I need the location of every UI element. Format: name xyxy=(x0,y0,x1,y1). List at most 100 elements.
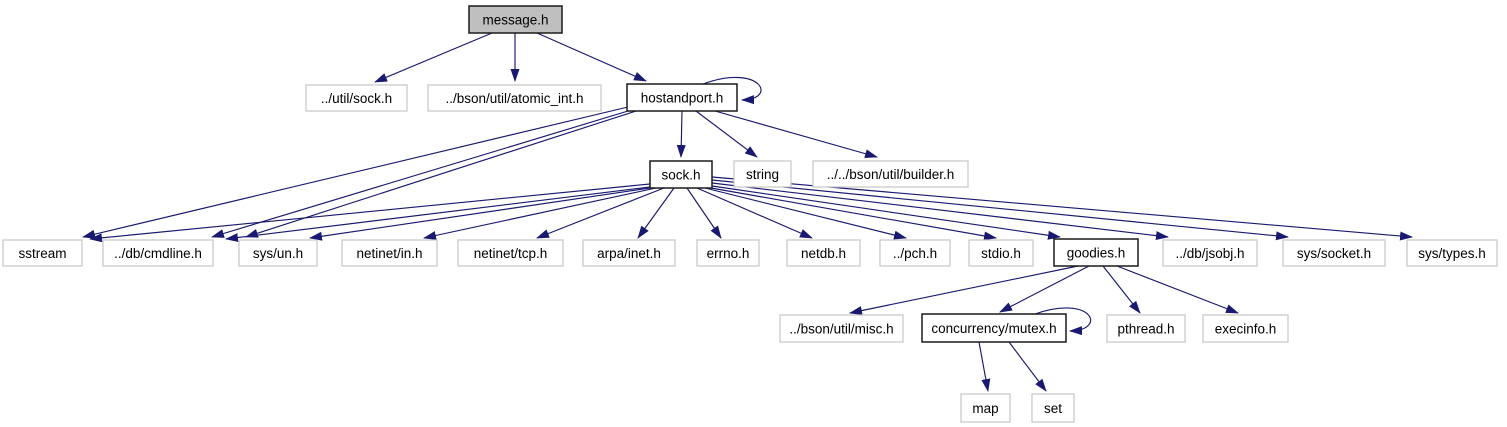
edge-sock-h-to-goodies-h xyxy=(711,185,1061,240)
node-map-label: map xyxy=(972,401,998,416)
edge-goodies-h-to-bson-misc-h xyxy=(849,265,1079,315)
node-map-box[interactable] xyxy=(960,393,1011,423)
node-sys-socket-h[interactable]: sys/socket.h xyxy=(1282,239,1386,267)
node-hostandport-h-box[interactable] xyxy=(626,83,738,112)
node-string-box[interactable] xyxy=(733,160,792,188)
node-hostandport-h-label: hostandport.h xyxy=(641,91,724,106)
node-errno-h-box[interactable] xyxy=(696,239,760,267)
edge-sock-h-to-stdio-h xyxy=(710,187,997,241)
node-map[interactable]: map xyxy=(960,393,1011,423)
node-bson-misc-h[interactable]: ../bson/util/misc.h xyxy=(779,314,904,343)
edge-hostandport-to-builder-h xyxy=(714,110,878,159)
node-bson-misc-h-label: ../bson/util/misc.h xyxy=(789,322,893,337)
edge-sock-h-to-netinet-tcp-h xyxy=(536,187,665,239)
node-sys-socket-h-box[interactable] xyxy=(1282,239,1386,267)
edge-hostandport-to-sys-un-h xyxy=(245,110,637,238)
node-db-cmdline-h-box[interactable] xyxy=(102,239,214,267)
node-bson-builder-h-label: ../../bson/util/builder.h xyxy=(827,167,955,182)
node-string[interactable]: string xyxy=(733,160,792,188)
node-sstream[interactable]: sstream xyxy=(2,239,83,267)
edge-sock-h-to-errno-h xyxy=(686,187,722,239)
edge-hostandport-self-loop xyxy=(702,76,762,105)
node-bson-atomic-int-h[interactable]: ../bson/util/atomic_int.h xyxy=(427,84,602,112)
node-execinfo-h-box[interactable] xyxy=(1202,314,1289,343)
edge-sock-h-to-sstream xyxy=(89,183,651,243)
node-db-cmdline-h-label: ../db/cmdline.h xyxy=(114,246,202,261)
node-sock-h[interactable]: sock.h xyxy=(649,160,713,189)
node-arpa-inet-h-box[interactable] xyxy=(582,239,676,267)
edge-mutex-to-map xyxy=(978,341,991,392)
edge-sock-h-to-db-jsobj-h xyxy=(711,182,1169,241)
node-sys-un-h-label: sys/un.h xyxy=(253,246,303,261)
node-netinet-tcp-h-box[interactable] xyxy=(457,239,564,267)
node-arpa-inet-h[interactable]: arpa/inet.h xyxy=(582,239,676,267)
node-sstream-box[interactable] xyxy=(2,239,83,267)
node-message-h-box[interactable] xyxy=(468,5,563,34)
edge-sock-h-to-netdb-h xyxy=(696,187,813,239)
node-netinet-tcp-h-label: netinet/tcp.h xyxy=(474,246,548,261)
node-concurrency-mutex-h-box[interactable] xyxy=(921,313,1067,343)
node-db-jsobj-h[interactable]: ../db/jsobj.h xyxy=(1162,239,1258,267)
node-netinet-tcp-h[interactable]: netinet/tcp.h xyxy=(457,239,564,267)
node-stdio-h-box[interactable] xyxy=(968,239,1034,267)
edge-mutex-self-loop xyxy=(1034,307,1092,336)
node-pch-h-box[interactable] xyxy=(879,239,951,267)
node-pthread-h[interactable]: pthread.h xyxy=(1106,314,1186,343)
node-message-h[interactable]: message.h xyxy=(468,5,563,34)
node-stdio-h[interactable]: stdio.h xyxy=(968,239,1034,267)
node-pch-h-label: ../pch.h xyxy=(893,246,937,261)
node-hostandport-h[interactable]: hostandport.h xyxy=(626,83,738,112)
edge-mutex-to-set xyxy=(1008,341,1047,392)
node-sys-types-h[interactable]: sys/types.h xyxy=(1406,239,1498,267)
node-db-jsobj-h-box[interactable] xyxy=(1162,239,1258,267)
node-netinet-in-h-box[interactable] xyxy=(341,239,438,267)
node-db-cmdline-h[interactable]: ../db/cmdline.h xyxy=(102,239,214,267)
nodes-layer: message.h ../util/sock.h ../bson/util/at… xyxy=(2,5,1498,423)
edge-message-h-to-hostandport-h xyxy=(536,32,647,82)
node-netdb-h-label: netdb.h xyxy=(801,246,846,261)
node-util-sock-h[interactable]: ../util/sock.h xyxy=(305,84,408,112)
node-goodies-h-label: goodies.h xyxy=(1067,246,1126,261)
edge-hostandport-to-string xyxy=(695,110,758,158)
node-set[interactable]: set xyxy=(1031,393,1075,423)
node-bson-atomic-int-h-box[interactable] xyxy=(427,84,602,112)
edge-sock-h-to-netinet-in-h xyxy=(423,187,657,240)
node-sys-types-h-box[interactable] xyxy=(1406,239,1498,267)
node-sys-un-h[interactable]: sys/un.h xyxy=(238,239,318,267)
node-goodies-h[interactable]: goodies.h xyxy=(1053,238,1139,267)
node-pthread-h-label: pthread.h xyxy=(1117,322,1174,337)
node-bson-misc-h-box[interactable] xyxy=(779,314,904,343)
node-execinfo-h[interactable]: execinfo.h xyxy=(1202,314,1289,343)
node-util-sock-h-box[interactable] xyxy=(305,84,408,112)
node-string-label: string xyxy=(746,167,779,182)
node-netinet-in-h[interactable]: netinet/in.h xyxy=(341,239,438,267)
node-pch-h[interactable]: ../pch.h xyxy=(879,239,951,267)
edge-goodies-h-to-mutex-h xyxy=(999,265,1090,313)
node-sys-socket-h-label: sys/socket.h xyxy=(1297,246,1371,261)
node-netdb-h[interactable]: netdb.h xyxy=(786,239,861,267)
node-errno-h[interactable]: errno.h xyxy=(696,239,760,267)
node-concurrency-mutex-h[interactable]: concurrency/mutex.h xyxy=(921,313,1067,343)
node-netdb-h-box[interactable] xyxy=(786,239,861,267)
node-bson-builder-h-box[interactable] xyxy=(812,160,969,188)
node-set-label: set xyxy=(1044,401,1062,416)
node-arpa-inet-h-label: arpa/inet.h xyxy=(597,246,661,261)
edge-goodies-h-to-pthread-h xyxy=(1102,265,1141,314)
node-goodies-h-box[interactable] xyxy=(1053,238,1139,267)
node-pthread-h-box[interactable] xyxy=(1106,314,1186,343)
node-sys-types-h-label: sys/types.h xyxy=(1418,246,1486,261)
edge-sock-h-to-sys-un-h xyxy=(309,187,651,241)
edge-hostandport-to-cmdline-h xyxy=(211,110,629,238)
node-errno-h-label: errno.h xyxy=(707,246,750,261)
node-sys-un-h-box[interactable] xyxy=(238,239,318,267)
node-concurrency-mutex-h-label: concurrency/mutex.h xyxy=(931,321,1056,336)
node-db-jsobj-h-label: ../db/jsobj.h xyxy=(1175,246,1244,261)
node-sock-h-box[interactable] xyxy=(649,160,713,189)
node-message-h-label: message.h xyxy=(482,13,548,28)
node-bson-atomic-int-h-label: ../bson/util/atomic_int.h xyxy=(445,91,583,106)
node-set-box[interactable] xyxy=(1031,393,1075,423)
node-bson-builder-h[interactable]: ../../bson/util/builder.h xyxy=(812,160,969,188)
node-netinet-in-h-label: netinet/in.h xyxy=(356,246,422,261)
